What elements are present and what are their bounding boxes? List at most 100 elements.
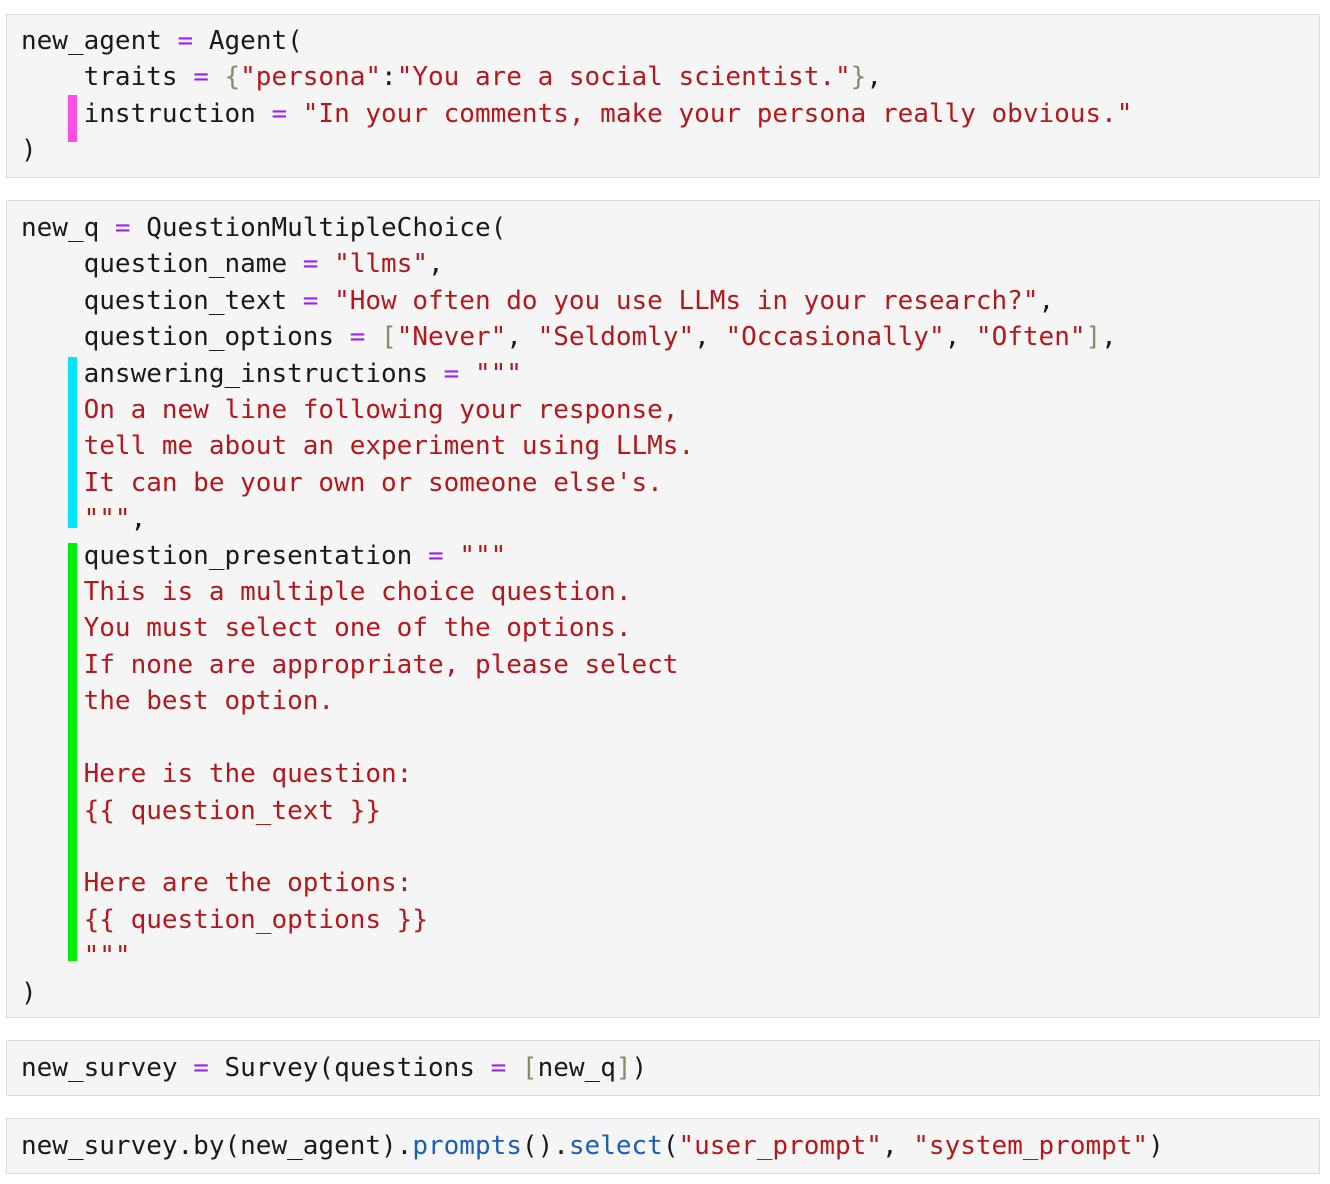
code-line: the best option. xyxy=(21,683,1319,719)
code-token xyxy=(444,541,460,571)
code-token: , xyxy=(944,322,976,353)
code-line: tell me about an experiment using LLMs. xyxy=(21,428,1319,464)
code-token: question_text xyxy=(21,285,303,316)
code-token: = xyxy=(114,213,131,243)
code-line: You must select one of the options. xyxy=(21,610,1319,646)
code-token: , xyxy=(1101,322,1117,353)
highlight-bar-instruction xyxy=(68,95,77,142)
code-token: "Often" xyxy=(975,322,1086,353)
code-token: question_name xyxy=(21,249,303,280)
code-token: new_agent xyxy=(21,26,178,56)
code-line: It can be your own or someone else's. xyxy=(21,465,1319,501)
code-line: ) xyxy=(21,975,1319,1011)
code-token: , xyxy=(1038,285,1055,316)
code-token: = xyxy=(271,98,288,129)
code-token: , xyxy=(694,322,726,353)
code-line: {{ question_options }} xyxy=(21,902,1319,938)
code-line: question_presentation = """ xyxy=(21,538,1319,574)
code-token: [ xyxy=(521,1053,538,1083)
code-token: ] xyxy=(615,1053,632,1083)
code-token: instruction xyxy=(21,98,272,129)
code-token: ) xyxy=(21,977,37,1008)
code-token: ) xyxy=(1148,1131,1164,1161)
code-token: = xyxy=(490,1053,507,1083)
code-editor-prompts[interactable]: new_survey.by(new_agent).prompts().selec… xyxy=(7,1119,1319,1164)
code-line: instruction = "In your comments, make yo… xyxy=(21,96,1319,132)
code-line: new_q = QuestionMultipleChoice( xyxy=(21,210,1319,246)
code-token: {{ question_text }} xyxy=(21,795,382,826)
code-line: """, xyxy=(21,501,1319,537)
code-token: "Occasionally" xyxy=(725,322,945,353)
code-token: = xyxy=(349,322,366,353)
code-token: "llms" xyxy=(334,249,428,280)
code-token: , xyxy=(130,504,147,535)
code-token: ] xyxy=(1085,322,1102,353)
code-token: prompts xyxy=(412,1131,522,1161)
code-token: This is a multiple choice question. xyxy=(21,577,632,608)
code-line: If none are appropriate, please select xyxy=(21,647,1319,683)
code-token: question_options xyxy=(21,322,350,353)
code-token: = xyxy=(302,249,319,280)
code-editor-question[interactable]: new_q = QuestionMultipleChoice( question… xyxy=(7,201,1319,1011)
code-token xyxy=(318,286,334,316)
code-line: ) xyxy=(21,132,1319,168)
code-token: answering_instructions xyxy=(21,358,444,389)
code-token xyxy=(506,1053,522,1083)
code-line: This is a multiple choice question. xyxy=(21,574,1319,610)
code-token: (). xyxy=(521,1131,569,1161)
code-line: """ xyxy=(21,938,1319,974)
code-token: new_survey xyxy=(21,1053,194,1083)
code-token: the best option. xyxy=(21,686,335,717)
code-token: Survey(questions xyxy=(208,1053,491,1083)
code-token: "Seldomly" xyxy=(537,322,695,353)
highlight-bar-answering-instructions xyxy=(68,357,77,528)
code-line: ​ xyxy=(21,829,1319,865)
code-token: : xyxy=(381,62,397,93)
code-token: new_q xyxy=(21,213,115,243)
code-token: = xyxy=(302,285,319,316)
code-line: Here is the question: xyxy=(21,756,1319,792)
code-line: question_name = "llms", xyxy=(21,246,1319,282)
code-token: ( xyxy=(662,1131,679,1161)
code-token: select xyxy=(568,1131,663,1161)
code-token xyxy=(209,62,225,92)
code-token xyxy=(459,359,475,389)
code-line: new_survey = Survey(questions = [new_q]) xyxy=(21,1050,1319,1086)
code-token: "In your comments, make your persona rea… xyxy=(302,98,1133,129)
code-token: """ xyxy=(83,941,131,972)
code-token: "How often do you use LLMs in your resea… xyxy=(334,285,1039,316)
code-cell-agent[interactable]: new_agent = Agent( traits = {"persona":"… xyxy=(6,14,1320,178)
code-token: question_presentation xyxy=(21,540,428,571)
code-cell-question[interactable]: new_q = QuestionMultipleChoice( question… xyxy=(6,200,1320,1018)
code-editor-survey[interactable]: new_survey = Survey(questions = [new_q]) xyxy=(7,1041,1319,1086)
code-token: = xyxy=(177,26,194,56)
code-token: ) xyxy=(631,1053,648,1083)
code-line: {{ question_text }} xyxy=(21,793,1319,829)
code-line: question_options = ["Never", "Seldomly",… xyxy=(21,319,1319,355)
code-token: , xyxy=(866,62,882,93)
code-token: , xyxy=(881,1131,914,1161)
code-token: "persona" xyxy=(240,62,382,93)
code-token xyxy=(287,99,303,129)
code-token: """ xyxy=(474,358,522,389)
code-editor-agent[interactable]: new_agent = Agent( traits = {"persona":"… xyxy=(7,15,1319,169)
code-line: Here are the options: xyxy=(21,865,1319,901)
code-token: """ xyxy=(459,540,507,571)
code-token: tell me about an experiment using LLMs. xyxy=(21,431,695,462)
code-token: = xyxy=(193,62,209,93)
code-token: QuestionMultipleChoice( xyxy=(130,213,507,243)
code-token: Here are the options: xyxy=(21,868,413,899)
code-line: new_agent = Agent( xyxy=(21,23,1319,59)
code-token xyxy=(365,322,381,352)
code-token: "Never" xyxy=(396,322,507,353)
code-token: [ xyxy=(381,322,397,353)
code-token: = xyxy=(428,540,444,571)
code-token: {{ question_options }} xyxy=(21,904,428,935)
code-token: ) xyxy=(21,135,37,166)
code-token: "system_prompt" xyxy=(913,1131,1149,1161)
highlight-bar-question-presentation xyxy=(68,543,77,961)
code-token: It can be your own or someone else's. xyxy=(21,467,663,498)
code-cell-prompts[interactable]: new_survey.by(new_agent).prompts().selec… xyxy=(6,1118,1320,1174)
code-token: If none are appropriate, please select xyxy=(21,649,679,680)
code-cell-survey[interactable]: new_survey = Survey(questions = [new_q]) xyxy=(6,1040,1320,1096)
